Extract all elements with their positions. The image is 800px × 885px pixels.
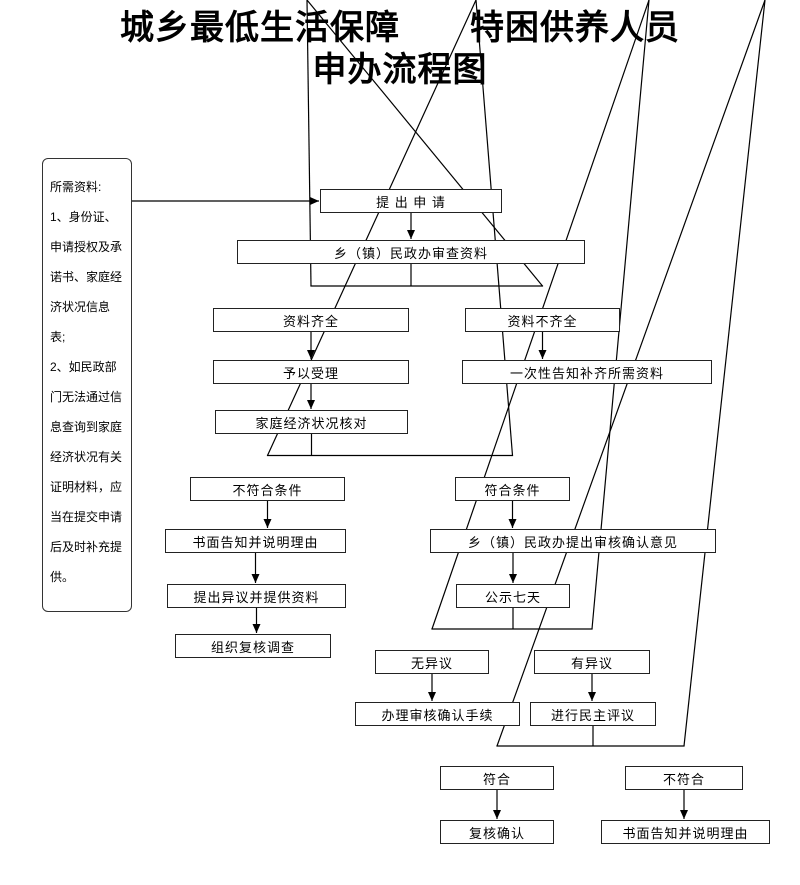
flow-node-review: 乡（镇）民政办审查资料 (237, 240, 585, 264)
flow-node-qualified: 符合条件 (455, 477, 570, 501)
flow-node-pass: 符合 (440, 766, 554, 790)
required-materials-note: 所需资料: 1、身份证、 申请授权及承 诺书、家庭经 济状况信息 表; 2、如民… (42, 158, 132, 612)
flow-node-democratic: 进行民主评议 (530, 702, 656, 726)
flow-node-written2: 书面告知并说明理由 (601, 820, 770, 844)
flow-node-noobj: 无异议 (375, 650, 489, 674)
flow-node-verify: 家庭经济状况核对 (215, 410, 408, 434)
flow-node-recheck: 组织复核调查 (175, 634, 331, 658)
flow-node-apply: 提 出 申 请 (320, 189, 502, 213)
flow-node-hasobj: 有异议 (534, 650, 650, 674)
flow-node-objection: 提出异议并提供资料 (167, 584, 346, 608)
flow-node-notify: 一次性告知补齐所需资料 (462, 360, 712, 384)
flow-node-accept: 予以受理 (213, 360, 409, 384)
title-line-1: 城乡最低生活保障 特困供养人员 (120, 10, 680, 47)
flow-node-fail: 不符合 (625, 766, 743, 790)
flow-node-publicity: 公示七天 (456, 584, 570, 608)
flow-node-notqualified: 不符合条件 (190, 477, 345, 501)
flow-node-complete: 资料齐全 (213, 308, 409, 332)
flow-node-written1: 书面告知并说明理由 (165, 529, 346, 553)
flow-node-incomplete: 资料不齐全 (465, 308, 620, 332)
flow-node-opinion: 乡（镇）民政办提出审核确认意见 (430, 529, 716, 553)
title-line-2: 申办流程图 (312, 52, 488, 89)
flow-node-procedure: 办理审核确认手续 (355, 702, 520, 726)
page-title: 城乡最低生活保障 特困供养人员 申办流程图 (0, 8, 800, 92)
flow-node-confirm: 复核确认 (440, 820, 554, 844)
